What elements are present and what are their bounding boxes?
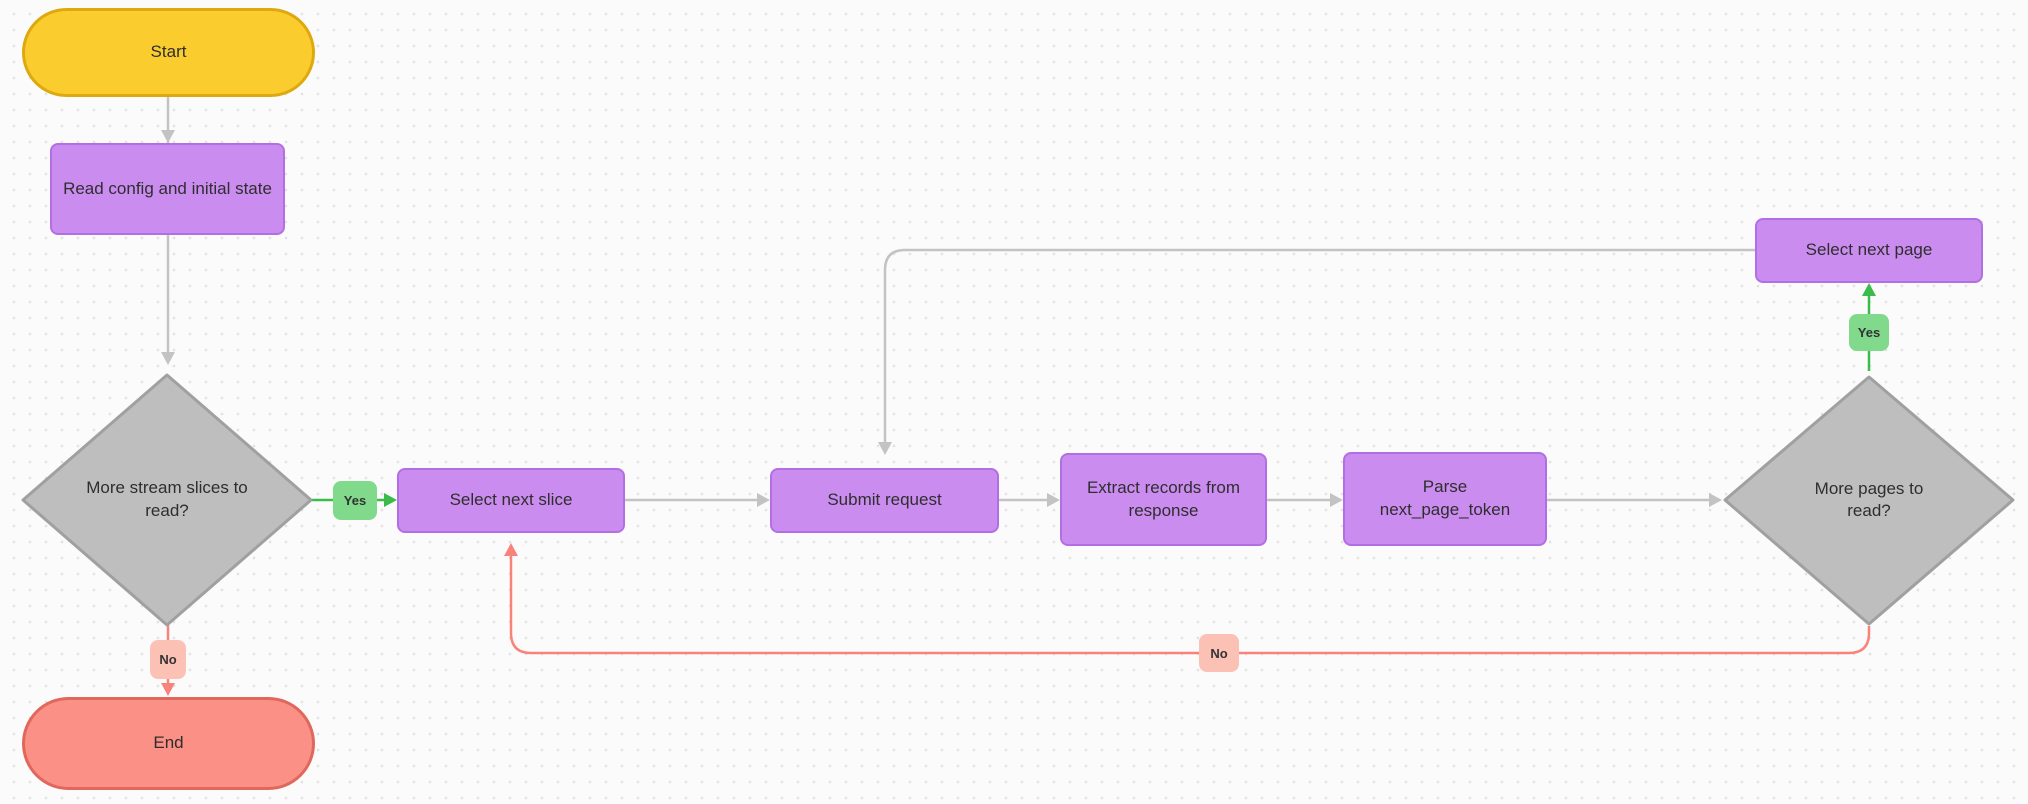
connector-morepages-no-loop [509,556,1871,655]
arrowhead-parse [1330,493,1343,507]
node-end[interactable]: End [22,697,315,790]
node-select-slice[interactable]: Select next slice [397,468,625,533]
edge-label-no-end[interactable]: No [150,640,186,679]
arrowhead-selectpage [1862,283,1876,296]
arrowhead-selectslice [384,493,397,507]
arrowhead-more-slices [161,352,175,365]
node-submit-request-label: Submit request [827,490,942,510]
edge-label-yes-pages[interactable]: Yes [1849,314,1889,351]
node-more-slices-label: More stream slices to read? [86,478,248,520]
node-more-pages-label: More pages to read? [1814,478,1924,521]
node-select-slice-label: Select next slice [449,490,573,510]
node-parse-token[interactable]: Parse next_page_token [1343,452,1547,546]
arrowhead-extract [1047,493,1060,507]
arrowhead-selectslice-loop [504,543,518,556]
arrowhead-end [161,683,175,696]
edge-label-yes-slices[interactable]: Yes [333,481,377,520]
node-end-label: End [153,733,184,753]
arrowhead-readconfig [161,130,175,143]
node-more-pages-decision[interactable]: More pages to read? [1722,374,2016,627]
node-more-slices-decision[interactable]: More stream slices to read? [20,372,314,628]
diamond-shape [1723,375,2015,626]
node-start[interactable]: Start [22,8,315,97]
diamond-shape [21,373,313,627]
node-read-config[interactable]: Read config and initial state [50,143,285,235]
node-start-label: Start [150,42,187,62]
arrowhead-submit [757,493,770,507]
edge-label-no-loop[interactable]: No [1199,634,1239,672]
node-parse-token-label: Parse next_page_token [1379,477,1511,519]
node-extract-records[interactable]: Extract records from response [1060,453,1267,546]
arrowhead-submit-loop [878,442,892,455]
node-extract-records-label: Extract records from response [1086,477,1241,520]
connector-selectpage-to-submit-loop [883,248,1755,442]
node-submit-request[interactable]: Submit request [770,468,999,533]
node-select-page-label: Select next page [1805,240,1933,260]
node-read-config-label: Read config and initial state [63,178,272,198]
node-select-page[interactable]: Select next page [1755,218,1983,283]
arrowhead-morepages [1709,493,1722,507]
